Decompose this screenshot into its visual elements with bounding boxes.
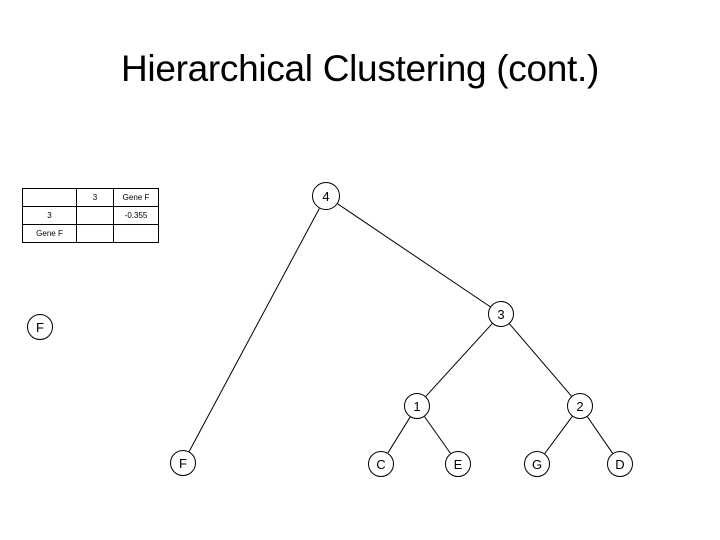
table-row: 3 -0.355 — [22, 206, 159, 225]
tree-node-d: D — [607, 451, 633, 477]
tree-node-label: 4 — [322, 188, 330, 204]
tree-node-label: D — [615, 456, 625, 472]
tree-edge-n4-n3 — [337, 203, 491, 308]
tree-node-label: E — [453, 456, 463, 472]
tree-node-label: C — [376, 456, 386, 472]
tree-node-1: 1 — [404, 393, 430, 419]
table-row: Gene F — [22, 224, 159, 243]
tree-node-label: 3 — [497, 306, 505, 322]
tree-node-4: 4 — [312, 182, 340, 210]
matrix-header-gene-f: Gene F — [113, 188, 159, 207]
matrix-cell-3-genef: -0.355 — [113, 206, 159, 225]
matrix-rowlabel-3: 3 — [22, 206, 77, 225]
tree-edge-n1-lC — [387, 416, 411, 454]
orphan-node-f: F — [27, 314, 53, 340]
tree-node-c: C — [368, 451, 394, 477]
tree-node-f: F — [170, 450, 196, 476]
tree-edge-n4-lF — [188, 208, 320, 452]
tree-node-g: G — [524, 451, 550, 477]
matrix-cell-genef-genef — [113, 224, 159, 243]
tree-node-label: G — [531, 456, 543, 472]
tree-edge-n2-lD — [586, 416, 614, 454]
tree-node-label: 1 — [413, 398, 421, 414]
matrix-header-3: 3 — [76, 188, 114, 207]
tree-node-3: 3 — [488, 301, 514, 327]
tree-node-e: E — [445, 451, 471, 477]
tree-node-label: 2 — [576, 398, 584, 414]
orphan-node-label: F — [36, 319, 44, 335]
tree-edge-n2-lG — [544, 416, 573, 454]
tree-edge-n3-n2 — [509, 323, 572, 397]
page-title: Hierarchical Clustering (cont.) — [120, 48, 600, 89]
table-row: 3 Gene F — [22, 188, 159, 207]
tree-edge-n1-lE — [424, 416, 451, 454]
tree-edge-n3-n1 — [425, 323, 493, 397]
tree-node-label: F — [179, 455, 187, 471]
matrix-rowlabel-gene-f: Gene F — [22, 224, 77, 243]
matrix-cell-3-3 — [76, 206, 114, 225]
tree-node-2: 2 — [567, 393, 593, 419]
matrix-cell-genef-3 — [76, 224, 114, 243]
distance-matrix-table: 3 Gene F 3 -0.355 Gene F — [22, 188, 159, 243]
matrix-cell-corner — [22, 188, 77, 207]
